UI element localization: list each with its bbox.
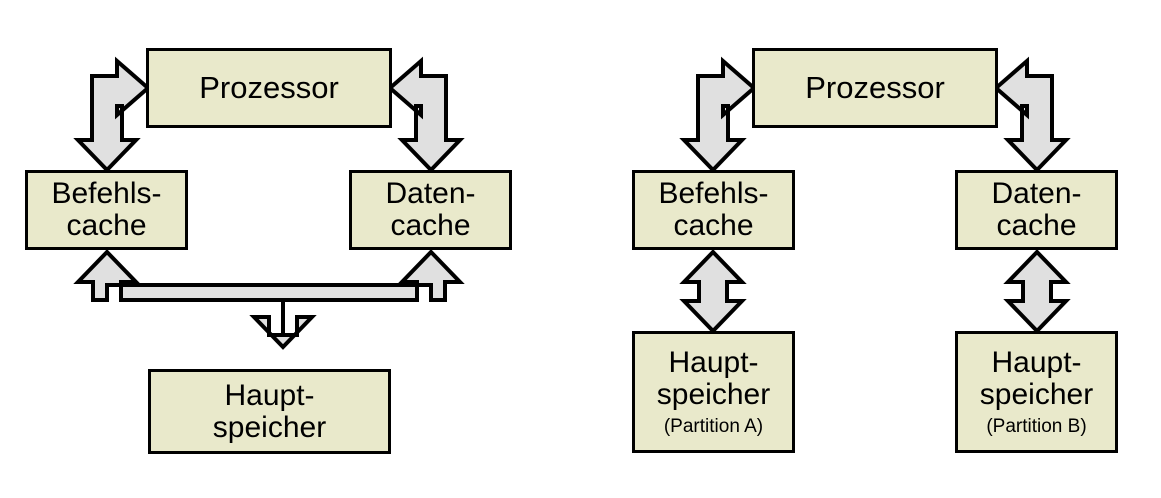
right-processor-label: Prozessor — [805, 69, 945, 105]
left-instruction-cache-box[interactable]: Befehls- cache — [25, 170, 188, 250]
right-main-memory-a-box[interactable]: Haupt- speicher (Partition A) — [632, 331, 795, 453]
left-data-cache-label-line1: Daten- — [385, 177, 476, 211]
arrow-right-processor-to-data-cache — [992, 56, 1071, 173]
arrow-right-instruction-cache-to-memory-a — [679, 249, 747, 334]
left-instruction-cache-label-line2: cache — [66, 209, 147, 242]
left-main-memory-box[interactable]: Haupt- speicher — [148, 369, 391, 454]
right-instruction-cache-label-line2: cache — [673, 209, 754, 242]
left-main-memory-label-line1: Haupt- — [224, 378, 315, 412]
right-main-memory-a-label-line2: speicher — [656, 377, 771, 411]
arrow-right-data-cache-to-memory-b — [1003, 249, 1071, 334]
arrow-left-processor-to-data-cache — [386, 56, 465, 173]
right-processor-box[interactable]: Prozessor — [752, 48, 998, 128]
right-main-memory-b-box[interactable]: Haupt- speicher (Partition B) — [955, 331, 1118, 453]
right-main-memory-b-partition-label: (Partition B) — [986, 415, 1087, 437]
right-instruction-cache-box[interactable]: Befehls- cache — [632, 170, 795, 250]
arrow-left-memory-fork — [73, 249, 465, 350]
left-processor-box[interactable]: Prozessor — [146, 48, 392, 128]
right-main-memory-a-partition-label: (Partition A) — [663, 415, 764, 437]
left-processor-label: Prozessor — [199, 69, 339, 105]
left-instruction-cache-label-line1: Befehls- — [51, 177, 162, 211]
right-main-memory-b-label-line1: Haupt- — [991, 346, 1082, 380]
arrow-left-processor-to-instruction-cache — [73, 56, 152, 173]
right-main-memory-b-label-line2: speicher — [979, 377, 1094, 411]
left-data-cache-box[interactable]: Daten- cache — [349, 170, 512, 250]
right-main-memory-a-label-line1: Haupt- — [668, 346, 759, 380]
left-main-memory-label-line2: speicher — [212, 410, 327, 444]
arrow-right-processor-to-instruction-cache — [679, 56, 758, 173]
right-data-cache-label-line1: Daten- — [991, 177, 1082, 211]
right-instruction-cache-label-line1: Befehls- — [658, 177, 769, 211]
left-data-cache-label-line2: cache — [390, 209, 471, 242]
right-data-cache-label-line2: cache — [996, 209, 1077, 242]
right-data-cache-box[interactable]: Daten- cache — [955, 170, 1118, 250]
